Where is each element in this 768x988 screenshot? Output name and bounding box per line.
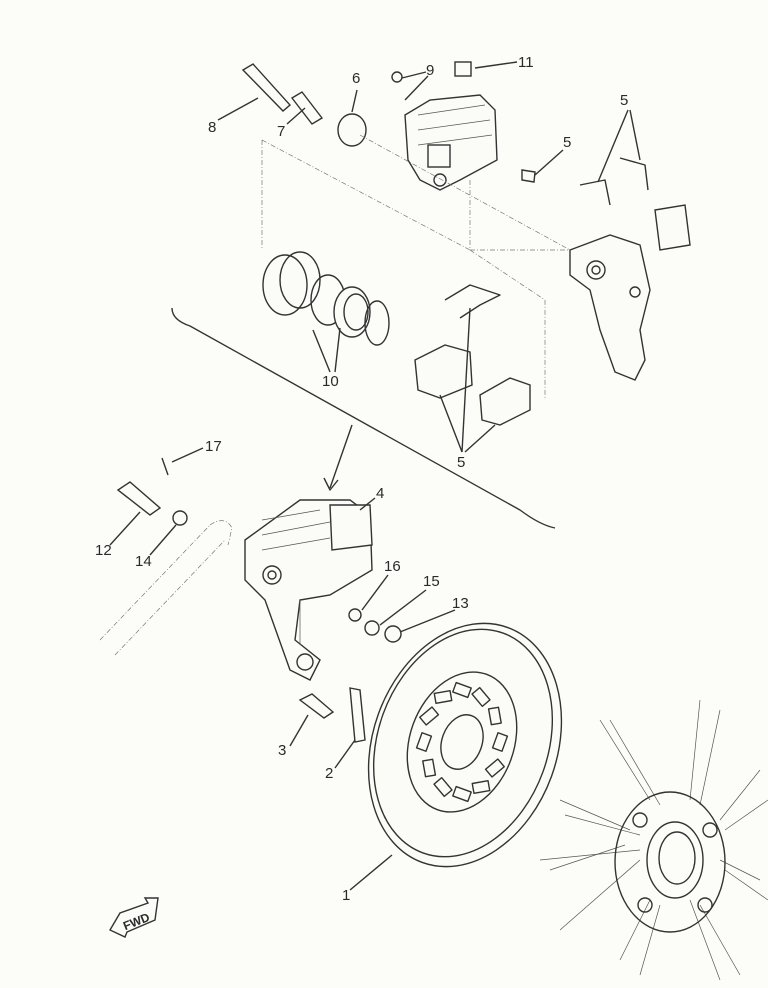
callout-part-3: 3 bbox=[278, 742, 286, 759]
disc-slot bbox=[487, 706, 502, 726]
leader-line bbox=[401, 71, 427, 79]
caliper-body bbox=[404, 94, 498, 191]
callout-part-17: 17 bbox=[205, 438, 222, 455]
callout-part-9: 9 bbox=[426, 62, 434, 79]
leader-line bbox=[474, 61, 518, 69]
disc-slot bbox=[419, 706, 440, 726]
guide-lines bbox=[261, 134, 571, 400]
disc-slot bbox=[491, 732, 509, 752]
callout-part-6: 6 bbox=[352, 70, 360, 87]
callout-part-5b: 5 bbox=[620, 92, 628, 109]
leader-line bbox=[534, 149, 564, 176]
wheel-hub bbox=[539, 699, 768, 981]
caliper-bracket bbox=[569, 204, 691, 381]
callout-part-2: 2 bbox=[325, 765, 333, 782]
disc-slot bbox=[484, 758, 505, 778]
leader-line bbox=[461, 307, 471, 453]
callout-part-11: 11 bbox=[518, 54, 534, 71]
piston-and-seals bbox=[262, 251, 390, 346]
callout-part-16: 16 bbox=[384, 558, 401, 575]
callout-part-10: 10 bbox=[322, 373, 339, 390]
disc-slot bbox=[433, 689, 453, 704]
disc-slot bbox=[452, 681, 472, 699]
disc-slot bbox=[471, 686, 491, 708]
disc-slot bbox=[471, 780, 491, 795]
caliper-assembly bbox=[244, 499, 373, 681]
leader-line bbox=[359, 497, 376, 511]
leader-line bbox=[286, 107, 306, 125]
callout-part-7: 7 bbox=[277, 123, 285, 140]
callout-part-1: 1 bbox=[342, 887, 350, 904]
leader-line bbox=[217, 97, 259, 121]
disc-slot bbox=[433, 776, 453, 798]
leader-line bbox=[334, 327, 341, 373]
callout-part-14: 14 bbox=[135, 553, 152, 570]
leader-line bbox=[149, 524, 177, 556]
leader-line bbox=[464, 424, 496, 453]
leader-line bbox=[439, 394, 463, 453]
leader-line bbox=[289, 714, 309, 747]
leader-line bbox=[361, 574, 389, 611]
callout-part-12: 12 bbox=[95, 542, 112, 559]
hardware bbox=[116, 61, 536, 743]
brake-pads bbox=[414, 157, 649, 426]
callout-part-8: 8 bbox=[208, 119, 216, 136]
assembly-bracket-line bbox=[171, 307, 556, 529]
leader-line bbox=[404, 75, 429, 101]
disc-slot bbox=[415, 732, 433, 752]
leader-line bbox=[597, 109, 629, 183]
disc-slot bbox=[422, 758, 437, 778]
callout-part-13: 13 bbox=[452, 595, 469, 612]
swing-arm-outline bbox=[99, 520, 233, 656]
leader-line bbox=[312, 329, 331, 373]
callout-part-15: 15 bbox=[423, 573, 440, 590]
leader-line bbox=[334, 739, 356, 769]
leader-line bbox=[171, 447, 204, 463]
leader-line bbox=[629, 109, 641, 161]
callout-part-4: 4 bbox=[376, 485, 384, 502]
fwd-arrow-badge: FWD bbox=[109, 897, 159, 938]
leader-line bbox=[349, 854, 393, 891]
brake-disc bbox=[367, 622, 563, 868]
callout-part-5c: 5 bbox=[457, 454, 465, 471]
leader-line bbox=[109, 511, 141, 546]
callout-part-5a: 5 bbox=[563, 134, 571, 151]
disc-slot bbox=[452, 785, 472, 803]
leader-line bbox=[399, 609, 456, 633]
leader-line bbox=[351, 89, 358, 113]
leader-line bbox=[379, 589, 427, 626]
